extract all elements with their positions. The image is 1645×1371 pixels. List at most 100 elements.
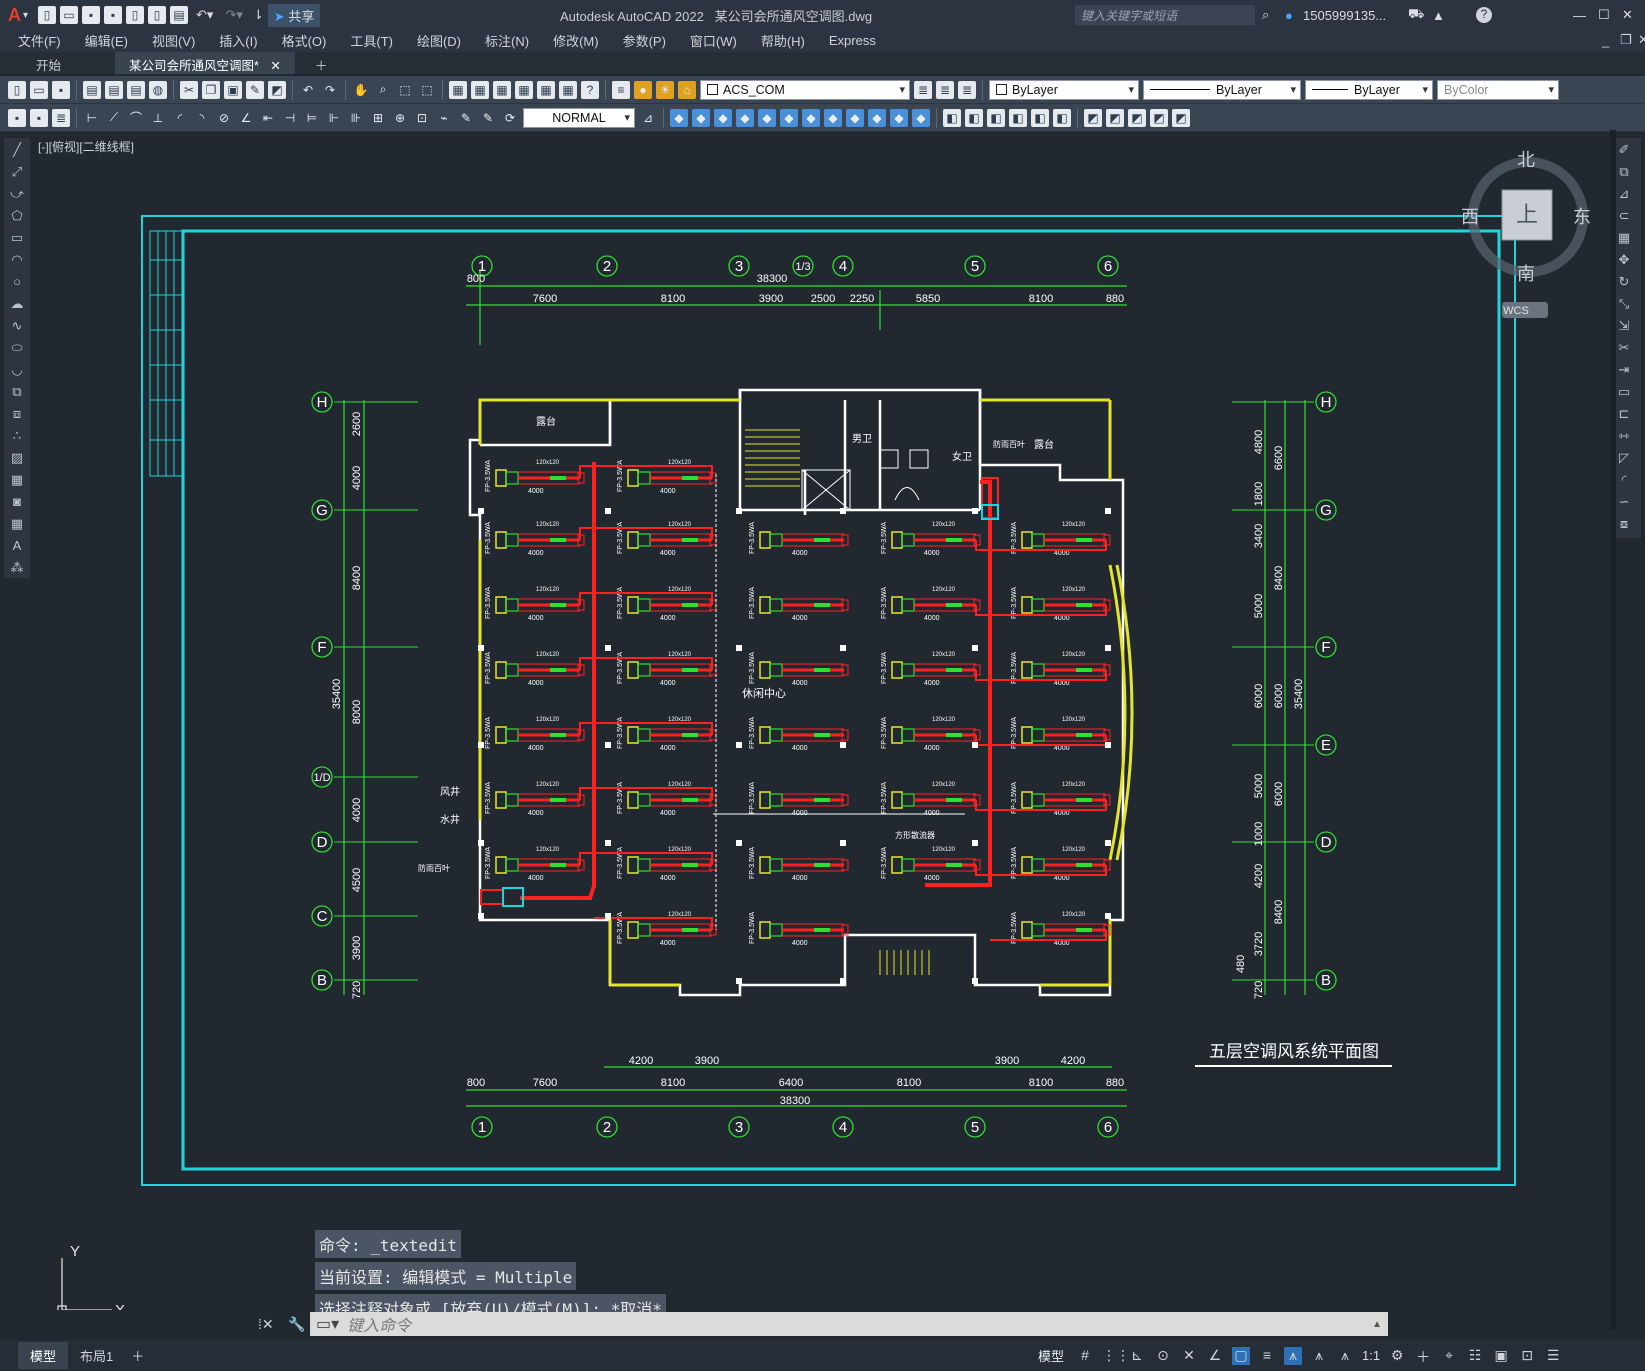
autoscale-icon[interactable]: ⩚ bbox=[1315, 1346, 1323, 1363]
saveas-tb-icon[interactable]: ▪ bbox=[8, 108, 26, 127]
line-icon[interactable]: ╱ bbox=[13, 142, 21, 157]
paste-icon[interactable]: ▣ bbox=[224, 80, 242, 99]
dim-space-icon[interactable]: ⊩ bbox=[328, 110, 340, 125]
scale-icon[interactable]: ⤡ bbox=[1618, 296, 1630, 311]
layer-dropdown[interactable]: ACS_COM bbox=[700, 79, 910, 100]
copy-object-icon[interactable]: ⧉ bbox=[1619, 164, 1629, 179]
inspection-icon[interactable]: ⊡ bbox=[416, 110, 428, 125]
layer-previous-icon[interactable]: ≣ bbox=[936, 80, 954, 99]
doc-minimize-icon[interactable]: _ bbox=[1602, 32, 1610, 48]
menu-format[interactable]: 格式(O) bbox=[281, 33, 327, 49]
ucs-face-icon[interactable]: ◆ bbox=[736, 108, 754, 127]
add-layout-button[interactable]: ＋ bbox=[131, 1349, 145, 1364]
view-front-icon[interactable]: ◧ bbox=[1031, 108, 1049, 127]
dim-continue-icon[interactable]: ⊨ bbox=[306, 110, 318, 125]
undo-icon[interactable]: ↶▾ bbox=[196, 7, 214, 22]
autodesk-icon[interactable]: ▲ bbox=[1432, 7, 1445, 23]
units-icon[interactable]: ⌖ bbox=[1445, 1346, 1454, 1363]
dim-aligned-icon[interactable]: ⟋ bbox=[109, 110, 119, 124]
saveas-icon[interactable]: ▪ bbox=[104, 6, 123, 24]
preview-icon[interactable]: ▤ bbox=[105, 80, 123, 99]
layer-on-icon[interactable]: ● bbox=[634, 80, 652, 99]
pan-icon[interactable]: ✋ bbox=[353, 82, 369, 97]
iso-ne-icon[interactable]: ◩ bbox=[1128, 108, 1146, 127]
open-file-icon[interactable]: ▭ bbox=[30, 80, 48, 99]
doc-close-icon[interactable]: ✕ bbox=[1638, 32, 1645, 47]
settings-icon[interactable]: ⚙ bbox=[1390, 1346, 1404, 1363]
point-icon[interactable]: ∴ bbox=[12, 428, 22, 443]
tab-model[interactable]: 模型 bbox=[18, 1342, 69, 1369]
extend-icon[interactable]: ⇥ bbox=[1618, 362, 1630, 377]
ucs-previous-icon[interactable]: ◆ bbox=[714, 108, 732, 127]
model-space-button[interactable]: 模型 bbox=[1038, 1349, 1065, 1364]
dim-arc-icon[interactable]: ⌒ bbox=[129, 111, 142, 125]
customize-status-icon[interactable]: ☰ bbox=[1546, 1346, 1560, 1363]
doc-restore-icon[interactable]: ❐ bbox=[1620, 32, 1632, 47]
iso-nw-icon[interactable]: ◩ bbox=[1150, 108, 1168, 127]
isodraft-icon[interactable]: ✕ bbox=[1183, 1346, 1195, 1363]
user-icon[interactable]: ● bbox=[1285, 7, 1293, 23]
tab-drawing[interactable]: 某公司会所通风空调图* ✕ bbox=[115, 52, 295, 74]
annotation-visibility-icon[interactable]: ⩚ bbox=[1284, 1346, 1303, 1365]
scale-value[interactable]: 1:1 bbox=[1362, 1348, 1381, 1363]
view-right-icon[interactable]: ◧ bbox=[1009, 108, 1027, 127]
matchprop-icon[interactable]: ✎ bbox=[246, 80, 264, 99]
menu-view[interactable]: 视图(V) bbox=[151, 33, 196, 49]
ucs-view-icon[interactable]: ◆ bbox=[780, 108, 798, 127]
viewport-controls[interactable]: [-][俯视][二维线框] bbox=[38, 140, 135, 154]
tool-palettes-icon[interactable]: ▦ bbox=[493, 80, 511, 99]
tolerance-icon[interactable]: ⊞ bbox=[372, 110, 384, 125]
ucs-world-icon[interactable]: ◆ bbox=[692, 108, 710, 127]
stretch-icon[interactable]: ⇲ bbox=[1618, 318, 1630, 333]
vertical-scrollbar[interactable] bbox=[1610, 130, 1616, 1330]
web-open-icon[interactable]: ▯ bbox=[126, 6, 145, 24]
share-button[interactable]: ➤ 共享 bbox=[267, 3, 321, 27]
open-icon[interactable]: ▭ bbox=[60, 6, 79, 24]
zoom-realtime-icon[interactable]: ⌕ bbox=[379, 82, 387, 96]
view-left-icon[interactable]: ◧ bbox=[987, 108, 1005, 127]
cmd-recent-icon[interactable]: ▲ bbox=[1372, 1318, 1382, 1330]
menu-modify[interactable]: 修改(M) bbox=[553, 33, 599, 49]
spline-icon[interactable]: ∿ bbox=[11, 318, 23, 333]
quick-dim-icon[interactable]: ⇤ bbox=[262, 110, 274, 125]
lineweight-dropdown[interactable]: ByLayer bbox=[1305, 79, 1433, 100]
new-tab-button[interactable]: ＋ bbox=[314, 59, 328, 73]
dim-break-icon[interactable]: ⊪ bbox=[350, 110, 362, 125]
search-box[interactable]: 键入关键字或短语 bbox=[1075, 5, 1255, 25]
array-icon[interactable]: ▦ bbox=[1617, 230, 1631, 245]
menu-express[interactable]: Express bbox=[828, 32, 876, 48]
viewcube[interactable]: 上 北 南 东 西 WCS bbox=[1461, 150, 1591, 318]
hardware-accel-icon[interactable]: ▣ bbox=[1494, 1346, 1508, 1363]
ucs-y-icon[interactable]: ◆ bbox=[890, 108, 908, 127]
chamfer-icon[interactable]: ◸ bbox=[1619, 450, 1629, 465]
properties-icon[interactable]: ▦ bbox=[449, 80, 467, 99]
menu-insert[interactable]: 插入(I) bbox=[219, 33, 258, 49]
rotate-icon[interactable]: ↻ bbox=[1618, 274, 1630, 289]
ucs-zaxis-icon[interactable]: ◆ bbox=[824, 108, 842, 127]
cart-icon[interactable]: ⛟ bbox=[1408, 6, 1425, 21]
view-bottom-icon[interactable]: ◧ bbox=[965, 108, 983, 127]
ucs-z-icon[interactable]: ◆ bbox=[912, 108, 930, 127]
dim-style-icon[interactable]: ⊿ bbox=[642, 110, 654, 125]
copy-icon[interactable]: ❐ bbox=[202, 80, 220, 99]
layer-state-icon[interactable]: ≣ bbox=[958, 80, 976, 99]
dim-baseline-icon[interactable]: ⊣ bbox=[284, 110, 296, 125]
